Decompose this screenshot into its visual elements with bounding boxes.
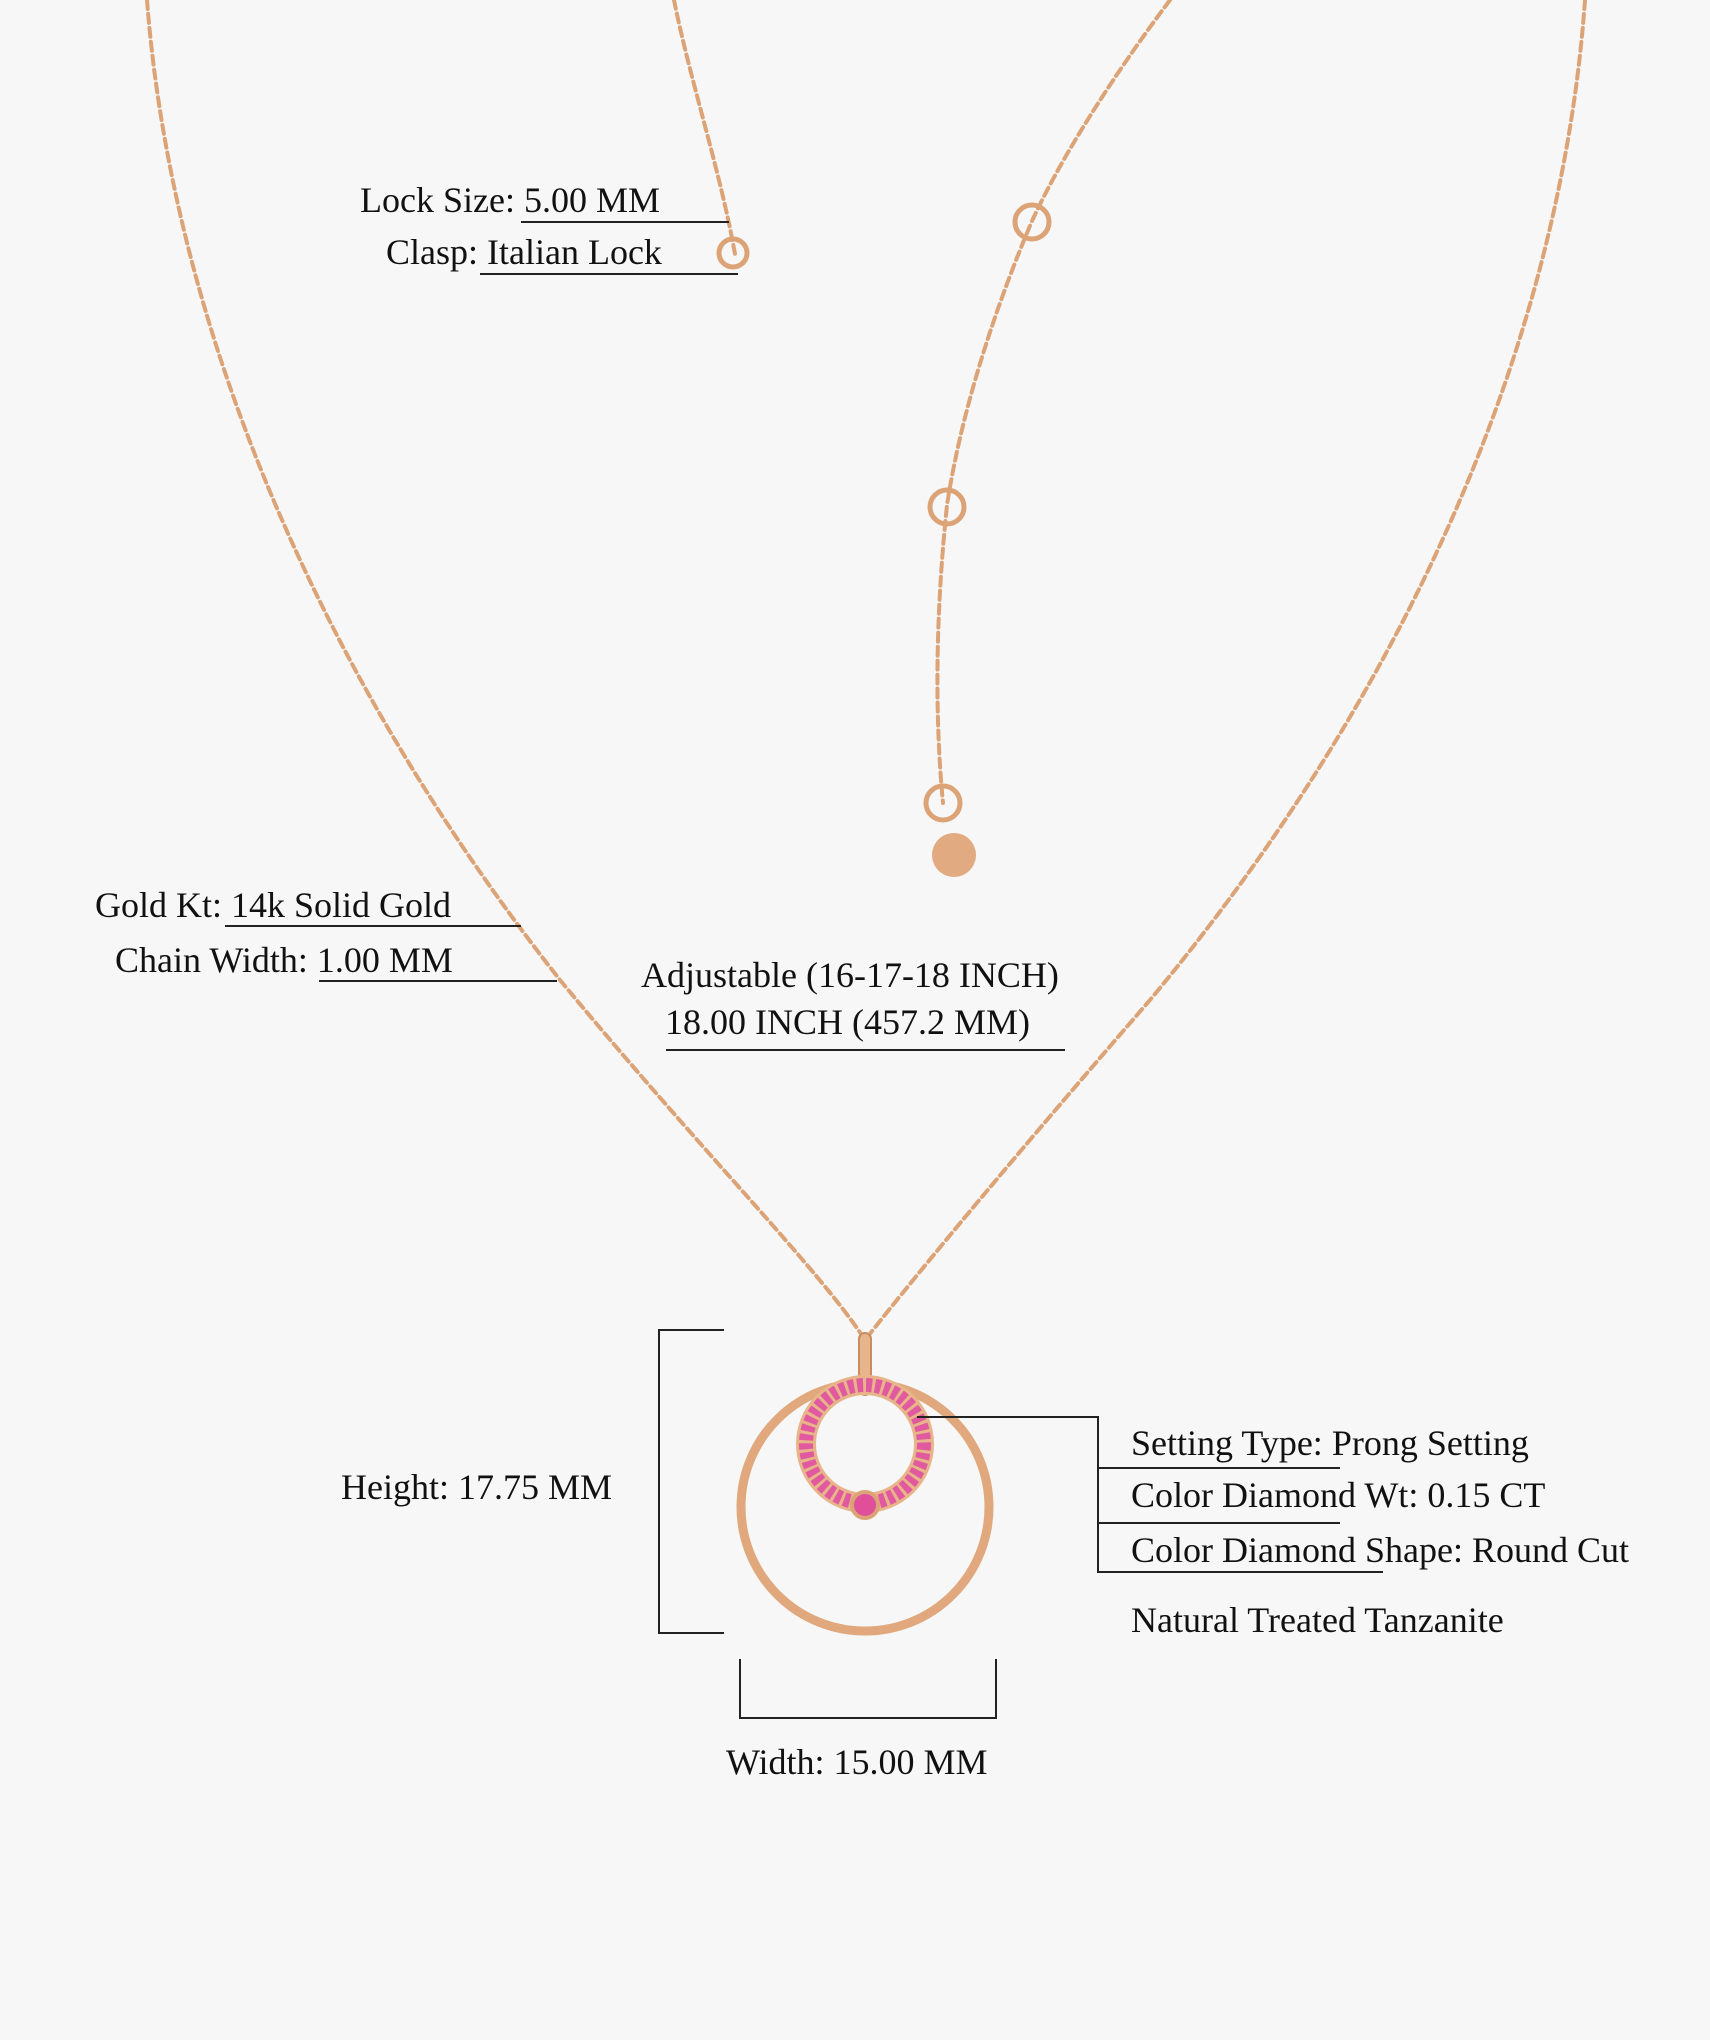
gold-kt-label: Gold Kt: 14k Solid Gold — [95, 885, 452, 925]
setting-type-label: Setting Type: Prong Setting — [1131, 1423, 1529, 1463]
height-bracket-vertical — [658, 1329, 660, 1633]
height-bracket-top — [658, 1329, 724, 1331]
width-bracket-bottom — [739, 1717, 997, 1719]
lock-chain — [672, 0, 737, 256]
height-bracket-bottom — [658, 1632, 724, 1634]
extension-disc — [932, 833, 976, 877]
extension-ring — [1012, 202, 1052, 242]
extension-ring — [927, 487, 967, 527]
diamond-shape-underline — [1097, 1571, 1383, 1573]
chain-width-leader — [319, 980, 557, 982]
width-label: Width: 15.00 MM — [726, 1742, 988, 1782]
width-bracket-right — [995, 1659, 997, 1718]
setting-type-underline — [1097, 1467, 1340, 1469]
clasp-leader — [480, 273, 738, 275]
chain-width-label: Chain Width: 1.00 MM — [115, 940, 453, 980]
lock-clasp — [716, 236, 750, 270]
extension-chain — [935, 0, 1172, 805]
adjustable-length-label: Adjustable (16-17-18 INCH) — [641, 955, 1059, 995]
right-chain — [863, 0, 1587, 1342]
stone-type-label: Natural Treated Tanzanite — [1131, 1600, 1504, 1640]
chain-length-label: 18.00 INCH (457.2 MM) — [665, 1002, 1030, 1042]
diamond-wt-underline — [1097, 1522, 1340, 1524]
chain-length-underline — [666, 1049, 1065, 1051]
stone-leader-horizontal — [917, 1416, 1098, 1418]
height-label: Height: 17.75 MM — [341, 1467, 613, 1507]
stone-leader-vertical — [1097, 1416, 1099, 1573]
center-pink-stone — [850, 1490, 880, 1520]
lock-size-label: Lock Size: 5.00 MM — [360, 180, 660, 220]
extension-ring — [923, 783, 963, 823]
clasp-label: Clasp: Italian Lock — [386, 232, 662, 272]
gold-kt-leader — [225, 925, 521, 927]
color-diamond-wt-label: Color Diamond Wt: 0.15 CT — [1131, 1475, 1546, 1515]
color-diamond-shape-label: Color Diamond Shape: Round Cut — [1131, 1530, 1629, 1570]
width-bracket-left — [739, 1659, 741, 1718]
left-chain — [145, 0, 867, 1342]
lock-size-leader — [521, 221, 729, 223]
